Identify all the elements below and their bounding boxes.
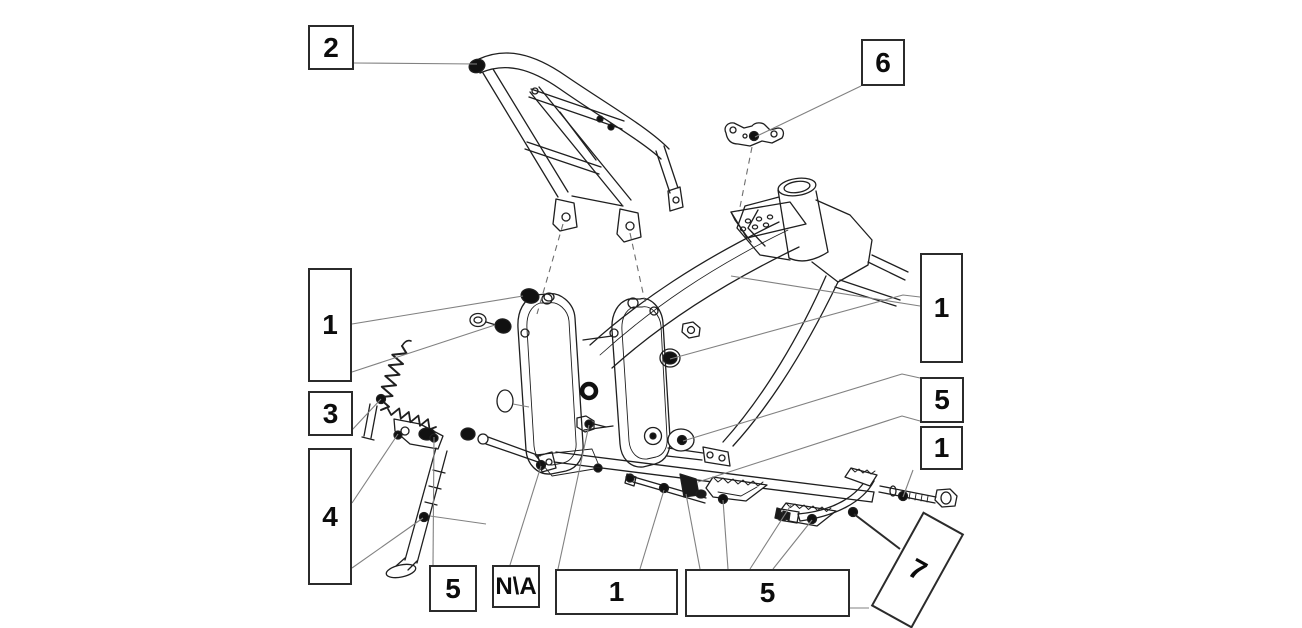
- callout-4: 4: [308, 448, 352, 585]
- kickstand-drawing: [361, 339, 557, 579]
- callout-5-footpeg: 5: [685, 569, 850, 617]
- bracket-drawing: [724, 122, 785, 147]
- dashed-alignment-lines: [536, 146, 753, 315]
- frame-drawing: [517, 177, 909, 483]
- callout-5-kickstand: 5: [429, 565, 477, 612]
- callout-3: 3: [308, 391, 353, 436]
- callout-1-bottom: 1: [555, 569, 678, 615]
- callout-1-right-top: 1: [920, 253, 963, 363]
- callout-5-right: 5: [920, 377, 964, 423]
- footrest-drawing: [553, 451, 958, 527]
- callout-1-left: 1: [308, 268, 352, 382]
- fasteners-drawing: [469, 288, 701, 452]
- subframe-drawing: [468, 52, 684, 243]
- callout-1-right-bottom: 1: [920, 426, 963, 470]
- callout-2: 2: [308, 25, 354, 70]
- leader-lines: [351, 62, 921, 609]
- callout-6: 6: [861, 39, 905, 86]
- callout-na: N\A: [492, 565, 540, 608]
